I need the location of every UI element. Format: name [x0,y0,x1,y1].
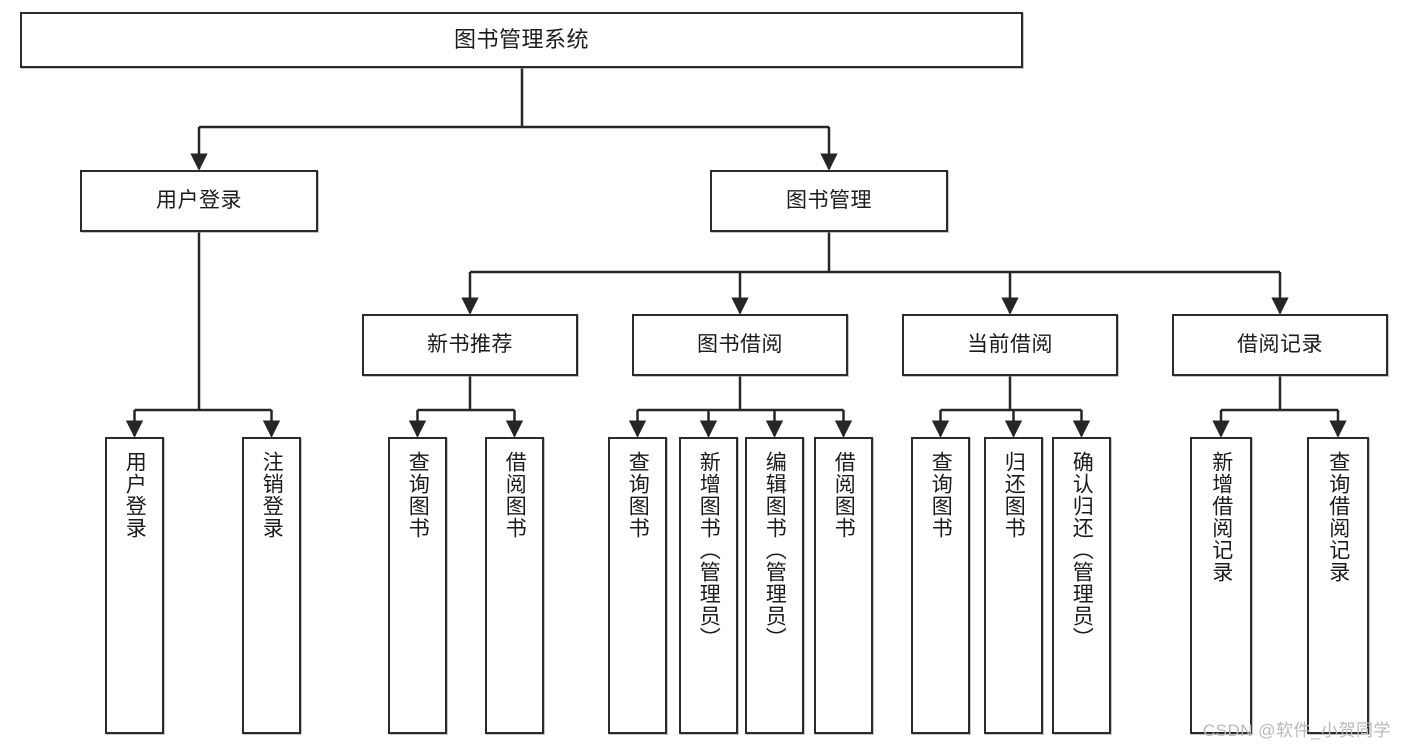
node-leaf-borrow-book-1-label: 借阅图书 [503,451,527,539]
node-leaf-return-book-label: 归还图书 [1002,451,1026,539]
node-leaf-add-book[interactable]: 新增图书（管理员） [679,437,738,734]
node-leaf-borrow-book-2-label: 借阅图书 [832,451,856,539]
node-leaf-add-record[interactable]: 新增借阅记录 [1190,437,1252,734]
node-borrow-record[interactable]: 借阅记录 [1172,314,1388,376]
node-leaf-user-logout-label: 注销登录 [260,451,284,539]
node-leaf-query-book-2-label: 查询图书 [626,451,650,539]
node-root[interactable]: 图书管理系统 [20,12,1023,68]
node-leaf-return-book[interactable]: 归还图书 [984,437,1043,734]
node-leaf-confirm-return[interactable]: 确认归还（管理员） [1052,437,1111,734]
node-leaf-user-login-label: 用户登录 [123,451,147,539]
node-current-borrow-label: 当前借阅 [967,332,1053,356]
node-leaf-query-book-2[interactable]: 查询图书 [608,437,667,734]
node-leaf-add-record-label: 新增借阅记录 [1209,451,1233,583]
node-book-borrow[interactable]: 图书借阅 [632,314,848,376]
node-leaf-borrow-book-2[interactable]: 借阅图书 [814,437,873,734]
node-user-login-label: 用户登录 [156,188,242,212]
node-borrow-record-label: 借阅记录 [1237,332,1323,356]
node-leaf-query-book-3-label: 查询图书 [929,451,953,539]
node-new-book-rec[interactable]: 新书推荐 [362,314,578,376]
node-leaf-query-book-1-label: 查询图书 [406,451,430,539]
node-current-borrow[interactable]: 当前借阅 [902,314,1118,376]
node-leaf-borrow-book-1[interactable]: 借阅图书 [485,437,544,734]
node-leaf-user-logout[interactable]: 注销登录 [242,437,301,734]
node-root-label: 图书管理系统 [453,27,589,53]
node-book-borrow-label: 图书借阅 [697,332,783,356]
node-book-manage-label: 图书管理 [786,188,872,212]
node-leaf-query-book-3[interactable]: 查询图书 [911,437,970,734]
node-leaf-edit-book-label: 编辑图书（管理员） [763,451,787,649]
node-user-login[interactable]: 用户登录 [80,170,318,232]
node-leaf-confirm-return-label: 确认归还（管理员） [1070,451,1094,649]
node-new-book-rec-label: 新书推荐 [427,332,513,356]
node-leaf-query-book-1[interactable]: 查询图书 [388,437,447,734]
node-leaf-edit-book[interactable]: 编辑图书（管理员） [745,437,804,734]
node-leaf-query-record[interactable]: 查询借阅记录 [1307,437,1369,734]
node-leaf-user-login[interactable]: 用户登录 [105,437,164,734]
node-book-manage[interactable]: 图书管理 [710,170,948,232]
node-leaf-add-book-label: 新增图书（管理员） [697,451,721,649]
node-leaf-query-record-label: 查询借阅记录 [1326,451,1350,583]
